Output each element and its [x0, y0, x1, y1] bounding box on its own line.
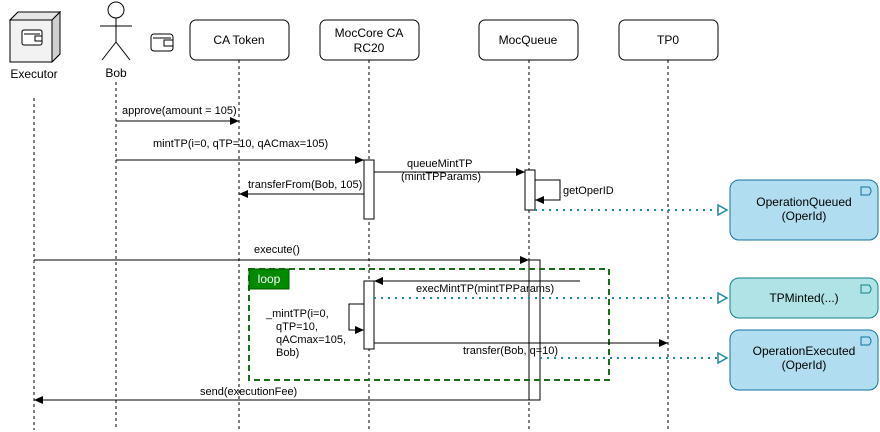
operation-queued-label-1: OperationQueued	[756, 195, 851, 209]
event-tp-minted: TPMinted(...)	[729, 277, 879, 319]
mocqueue-label: MocQueue	[499, 33, 558, 47]
bob-label: Bob	[105, 66, 127, 80]
activations	[363, 159, 541, 401]
mint-tp-internal-arrow	[348, 303, 364, 334]
event-flag-icon	[860, 284, 872, 294]
wallet-icon	[150, 33, 174, 52]
moccore-activation-2	[363, 280, 375, 350]
event-operation-queued: OperationQueued (OperId)	[729, 179, 879, 241]
approve-label: approve(amount = 105)	[122, 105, 237, 117]
ca-token-label: CA Token	[213, 33, 264, 47]
participant-moccore: MocCore CA RC20	[319, 19, 420, 61]
stick-figure-icon	[100, 1, 132, 61]
loop-tag	[248, 268, 290, 290]
wallet-cube-icon	[8, 10, 62, 64]
operation-queued-label-2: (OperId)	[782, 209, 827, 223]
mint-tp-internal-label-1: _mintTP(i=0,	[265, 308, 329, 320]
get-oper-id-arrow	[535, 179, 561, 204]
participant-ca-token: CA Token	[189, 19, 290, 61]
exec-mint-tp-label: execMintTP(mintTPParams)	[416, 283, 554, 295]
queue-mint-tp-label-2: (mintTPParams)	[401, 171, 481, 183]
moccore-label-line1: MocCore CA	[335, 26, 404, 40]
tp0-label: TP0	[657, 33, 679, 47]
transfer-label: transfer(Bob, q=10)	[463, 345, 558, 357]
mint-tp-label: mintTP(i=0, qTP=10, qACmax=105)	[153, 138, 328, 150]
moccore-activation-1	[363, 159, 375, 220]
operation-executed-label-2: (OperId)	[782, 358, 827, 372]
transfer-from-label: transferFrom(Bob, 105)	[248, 179, 362, 191]
executor-label: Executor	[10, 67, 57, 81]
mocqueue-activation-2	[528, 259, 541, 401]
tp-minted-label: TPMinted(...)	[769, 291, 838, 305]
operation-executed-label-1: OperationExecuted	[753, 344, 856, 358]
moccore-label-line2: RC20	[354, 41, 385, 55]
loop-frame: loop	[248, 268, 610, 381]
get-oper-id-label: getOperID	[563, 185, 614, 197]
queue-mint-tp-label-1: queueMintTP	[407, 158, 472, 170]
send-fee-label: send(executionFee)	[200, 386, 297, 398]
execute-label: execute()	[254, 244, 300, 256]
event-operation-executed: OperationExecuted (OperId)	[729, 329, 879, 391]
mint-tp-internal-label-3: qACmax=105,	[276, 334, 346, 346]
participant-mocqueue: MocQueue	[478, 19, 579, 61]
mocqueue-activation-1	[524, 169, 536, 211]
loop-label: loop	[258, 272, 281, 286]
mint-tp-internal-label-4: Bob)	[276, 347, 299, 359]
mint-tp-internal-label-2: qTP=10,	[276, 321, 318, 333]
event-flag-icon	[860, 186, 872, 196]
participant-tp0: TP0	[618, 19, 719, 61]
event-flag-icon	[860, 336, 872, 346]
